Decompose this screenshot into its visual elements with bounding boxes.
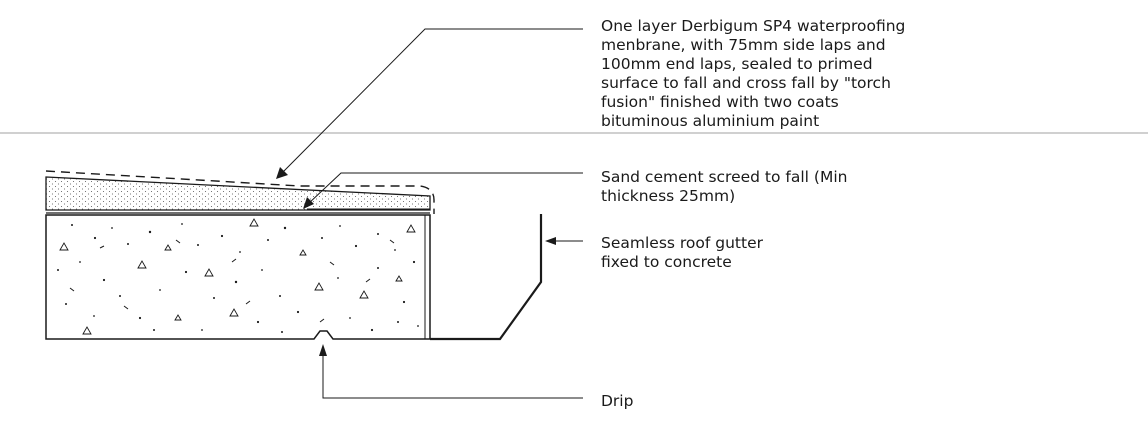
concrete-speckles bbox=[57, 223, 419, 333]
screed-note-line: thickness 25mm) bbox=[601, 187, 736, 205]
concrete-aggregate bbox=[59, 218, 416, 335]
membrane-note-line: One layer Derbigum SP4 waterproofing bbox=[601, 17, 906, 35]
membrane-note-line: surface to fall and cross fall by "torch bbox=[601, 74, 891, 92]
membrane-note-line: fusion" finished with two coats bbox=[601, 93, 839, 111]
roof-gutter bbox=[430, 214, 543, 341]
arrow-gutter bbox=[545, 237, 556, 245]
membrane-note: One layer Derbigum SP4 waterproofing men… bbox=[601, 17, 905, 131]
leader-screed bbox=[307, 172, 583, 205]
concrete-dashes bbox=[69, 239, 395, 323]
arrow-screed bbox=[303, 197, 314, 209]
screed-layer bbox=[45, 176, 431, 211]
gutter-note-line: fixed to concrete bbox=[601, 253, 732, 271]
arrow-drip bbox=[319, 344, 327, 356]
leader-membrane bbox=[281, 28, 583, 174]
drip-note: Drip bbox=[601, 392, 633, 411]
gutter-note-line: Seamless roof gutter bbox=[601, 234, 764, 252]
screed-note-line: Sand cement screed to fall (Min bbox=[601, 168, 848, 186]
arrow-membrane bbox=[276, 167, 288, 179]
membrane-note-line: menbrane, with 75mm side laps and bbox=[601, 36, 886, 54]
leader-drip bbox=[322, 354, 583, 399]
concrete-slab bbox=[45, 214, 431, 340]
gutter-note: Seamless roof gutter fixed to concrete bbox=[601, 234, 763, 272]
membrane-note-line: bituminous aluminium paint bbox=[601, 112, 820, 130]
screed-note: Sand cement screed to fall (Min thicknes… bbox=[601, 168, 847, 206]
waterproofing-membrane-dashed bbox=[45, 170, 435, 214]
membrane-note-line: 100mm end laps, sealed to primed bbox=[601, 55, 873, 73]
drip-note-label: Drip bbox=[601, 392, 634, 410]
